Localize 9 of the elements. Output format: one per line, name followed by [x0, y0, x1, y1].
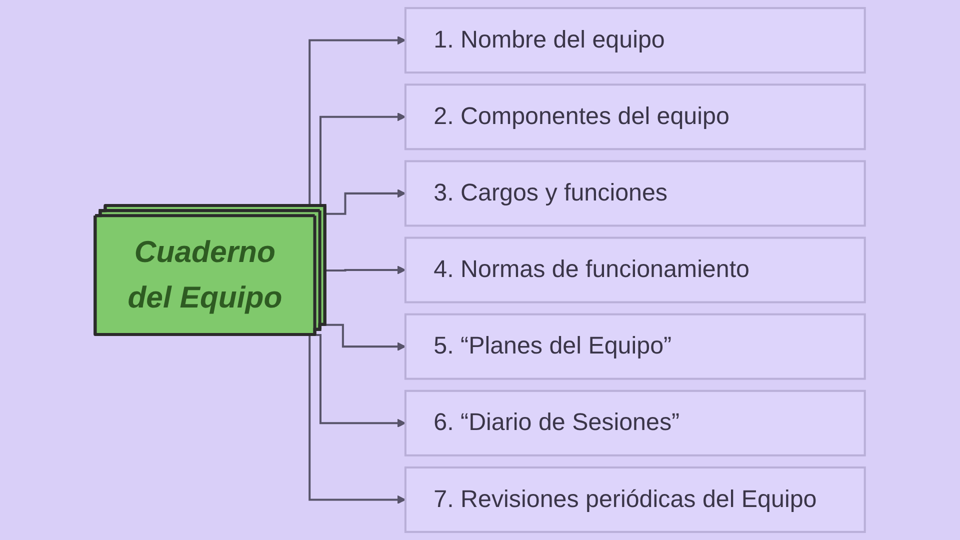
node-box: 6. “Diario de Sesiones” [404, 390, 866, 456]
arrow [325, 266, 406, 274]
arrow [325, 189, 406, 215]
node-box: 1. Nombre del equipo [404, 7, 866, 74]
node-box: 4. Normas de funcionamiento [404, 236, 866, 304]
node-box: 2. Componentes del equipo [404, 84, 866, 150]
node-box: 5. “Planes del Equipo” [404, 313, 866, 380]
node-box: 7. Revisiones periódicas del Equipo [404, 466, 866, 533]
node-box: 3. Cargos y funciones [404, 160, 866, 227]
